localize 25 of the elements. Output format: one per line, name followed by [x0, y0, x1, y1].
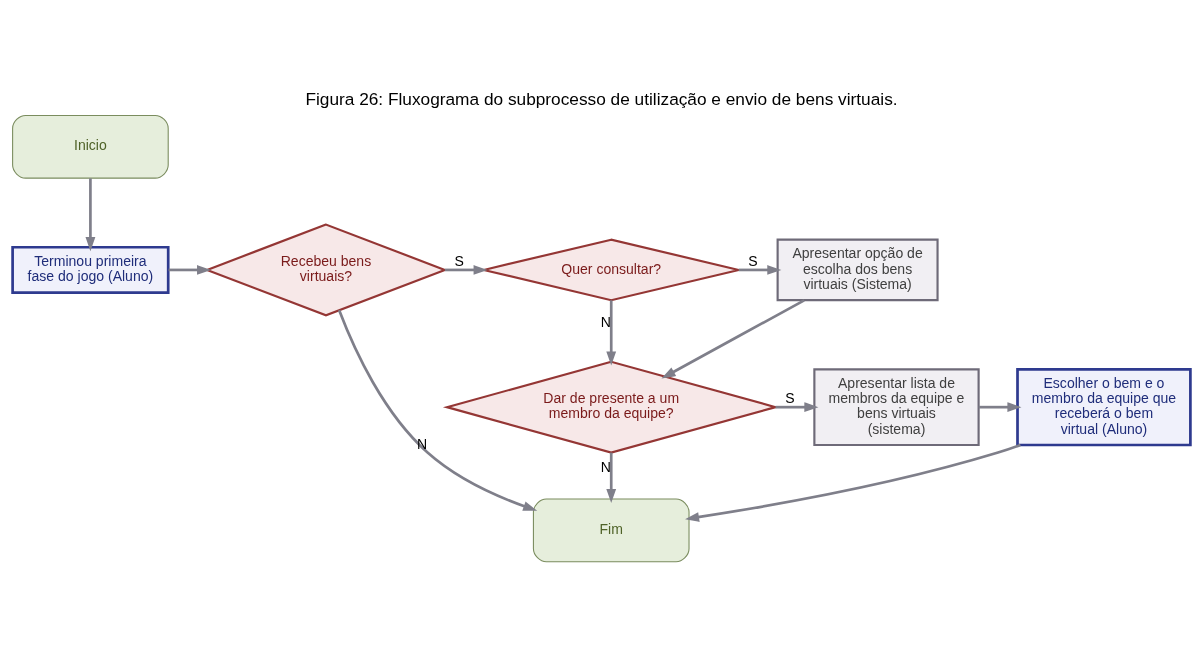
arrow [444, 264, 488, 275]
node-box: Apresentar lista de membros da equipe e bens virtuais (sistema) [813, 367, 980, 446]
arrow [685, 443, 1021, 522]
arrow [85, 177, 96, 251]
arrow [168, 264, 212, 275]
node-diamond: Quer consultar? [482, 238, 740, 301]
node-box: Apresentar opção de escolha dos bens virtuais (Sistema) [776, 238, 939, 301]
diagram-title: Figura 26: Fluxograma do subprocesso de utilização e envio de bens virtuais. [305, 88, 898, 109]
node-box: Inicio [12, 114, 169, 179]
node-box: Escolher o bem e o membro da equipe que receberá o bem virtual (Aluno) [1016, 367, 1192, 446]
edge-label: N [600, 313, 611, 330]
edge-label: S [454, 252, 464, 269]
arrow [775, 401, 819, 412]
edge-label: S [785, 389, 795, 406]
arrow [337, 309, 538, 511]
arrow [978, 401, 1022, 412]
edge-label: S [748, 252, 758, 269]
arrow [606, 299, 617, 365]
arrow [606, 452, 617, 503]
node-box: Terminou primeira fase do jogo (Aluno) [11, 245, 170, 294]
edge-label: N [600, 458, 611, 475]
arrow [738, 264, 782, 275]
edge-label: N [417, 435, 428, 452]
arrow [661, 298, 805, 379]
node-box: Fim [532, 497, 690, 562]
